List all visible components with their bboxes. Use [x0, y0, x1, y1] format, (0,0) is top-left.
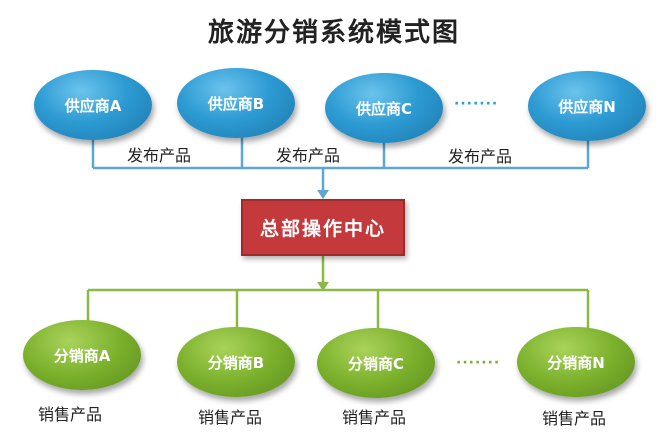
bottom-connector	[86, 256, 590, 328]
hub-box: 总部操作中心	[241, 199, 405, 256]
diagram-title: 旅游分销系统模式图	[207, 18, 460, 48]
distributor-bus-arrow	[317, 282, 329, 291]
hub-input-arrow	[317, 190, 329, 199]
supplier-b-node: 供应商B	[177, 68, 295, 138]
sell-label-2: 销售产品	[198, 408, 263, 427]
distributor-a-node: 分销商A	[23, 320, 141, 390]
sell-label-3: 销售产品	[342, 408, 407, 427]
supplier-a-node: 供应商A	[34, 70, 152, 140]
distributor-b-node: 分销商B	[177, 327, 295, 397]
publish-label-1: 发布产品	[127, 146, 192, 165]
supplier-ellipsis: ·······	[454, 96, 499, 112]
sell-label-4: 销售产品	[542, 409, 607, 428]
publish-label-3: 发布产品	[448, 147, 513, 166]
distributor-n-node: 分销商N	[517, 327, 635, 397]
sell-label-1: 销售产品	[38, 405, 103, 424]
supplier-c-node: 供应商C	[325, 73, 443, 143]
publish-label-2: 发布产品	[276, 146, 341, 165]
supplier-n-node: 供应商N	[528, 71, 646, 141]
distributor-c-node: 分销商C	[317, 328, 435, 398]
distributor-ellipsis: ·······	[456, 355, 501, 371]
